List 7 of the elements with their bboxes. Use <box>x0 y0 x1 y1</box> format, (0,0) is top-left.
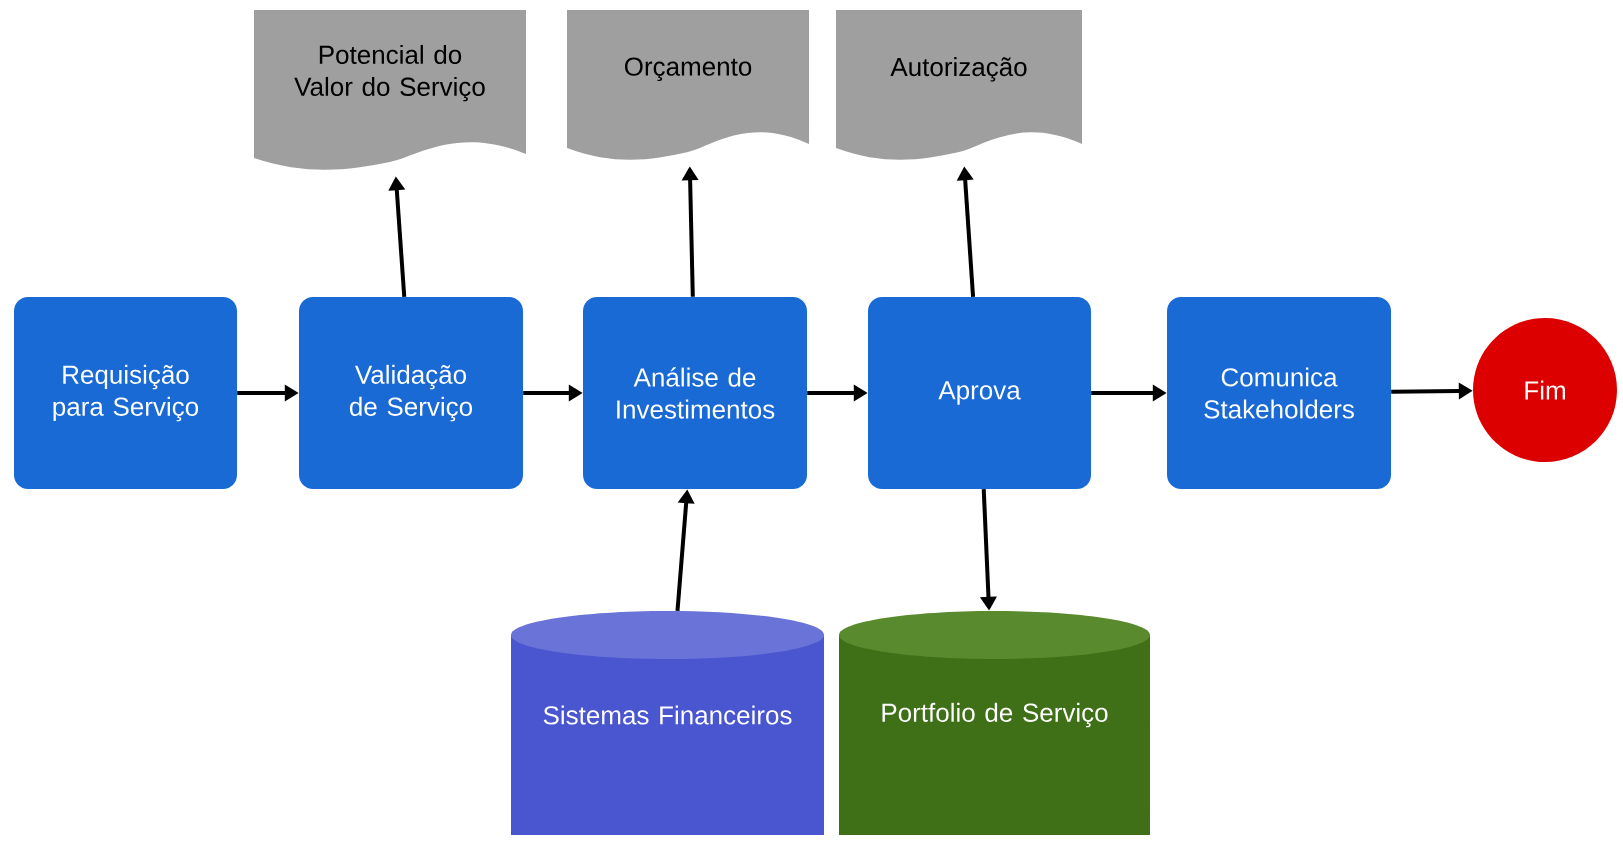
process-box: Aprova <box>868 297 1091 489</box>
process-box: Comunica Stakeholders <box>1167 297 1391 489</box>
process-box: Validação de Serviço <box>299 297 523 489</box>
process-box: Análise de Investimentos <box>583 297 807 489</box>
database-cylinder: Portfolio de Serviço <box>839 611 1150 835</box>
process-box: Requisição para Serviço <box>14 297 237 489</box>
database-cylinder: Sistemas Financeiros <box>511 611 824 835</box>
